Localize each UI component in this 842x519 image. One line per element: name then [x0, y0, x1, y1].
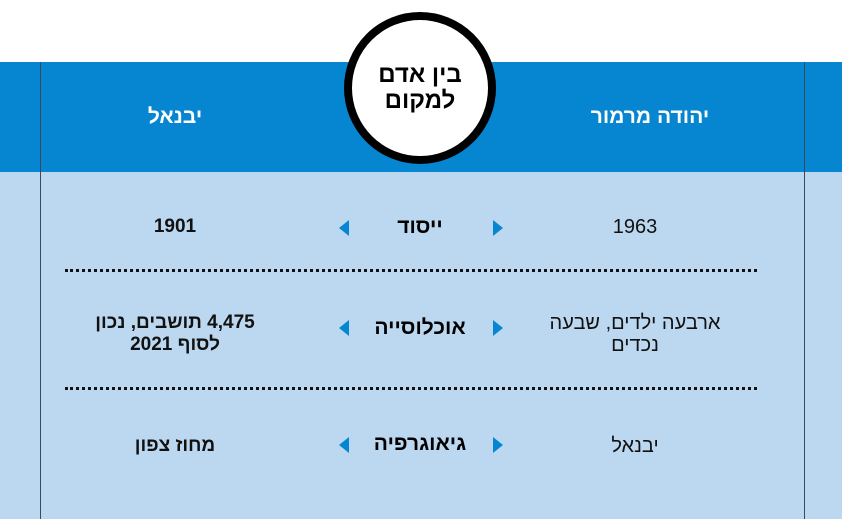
- circle-title-text: בין אדם למקום: [378, 61, 462, 114]
- column-header-left: יבנאל: [147, 105, 203, 128]
- arrow-right-icon: [493, 220, 503, 236]
- dotted-divider: [65, 269, 757, 272]
- row-1-left: 1901: [153, 216, 197, 237]
- column-header-right: יהודה מרמור: [590, 105, 710, 128]
- arrow-left-icon: [339, 220, 349, 236]
- row-2-right: ארבעה ילדים, שבעה נכדים: [549, 312, 721, 356]
- circle-title: בין אדם למקום: [344, 12, 496, 164]
- arrow-left-icon: [339, 437, 349, 453]
- divider-left: [40, 62, 41, 519]
- row-3-left: מחוז צפון: [134, 435, 216, 456]
- dotted-divider: [65, 387, 757, 390]
- arrow-right-icon: [493, 437, 503, 453]
- arrow-left-icon: [339, 320, 349, 336]
- row-2-left: 4,475 תושבים, נכון לסוף 2021: [95, 312, 255, 355]
- row-1-label: ייסוד: [397, 215, 443, 238]
- row-3-right: יבנאל: [611, 435, 659, 457]
- table-body: [0, 172, 842, 519]
- row-1-right: 1963: [612, 216, 658, 238]
- row-3-label: גיאוגרפיה: [373, 432, 467, 455]
- arrow-right-icon: [493, 320, 503, 336]
- row-2-label: אוכלוסייה: [374, 316, 466, 339]
- divider-right: [804, 62, 805, 519]
